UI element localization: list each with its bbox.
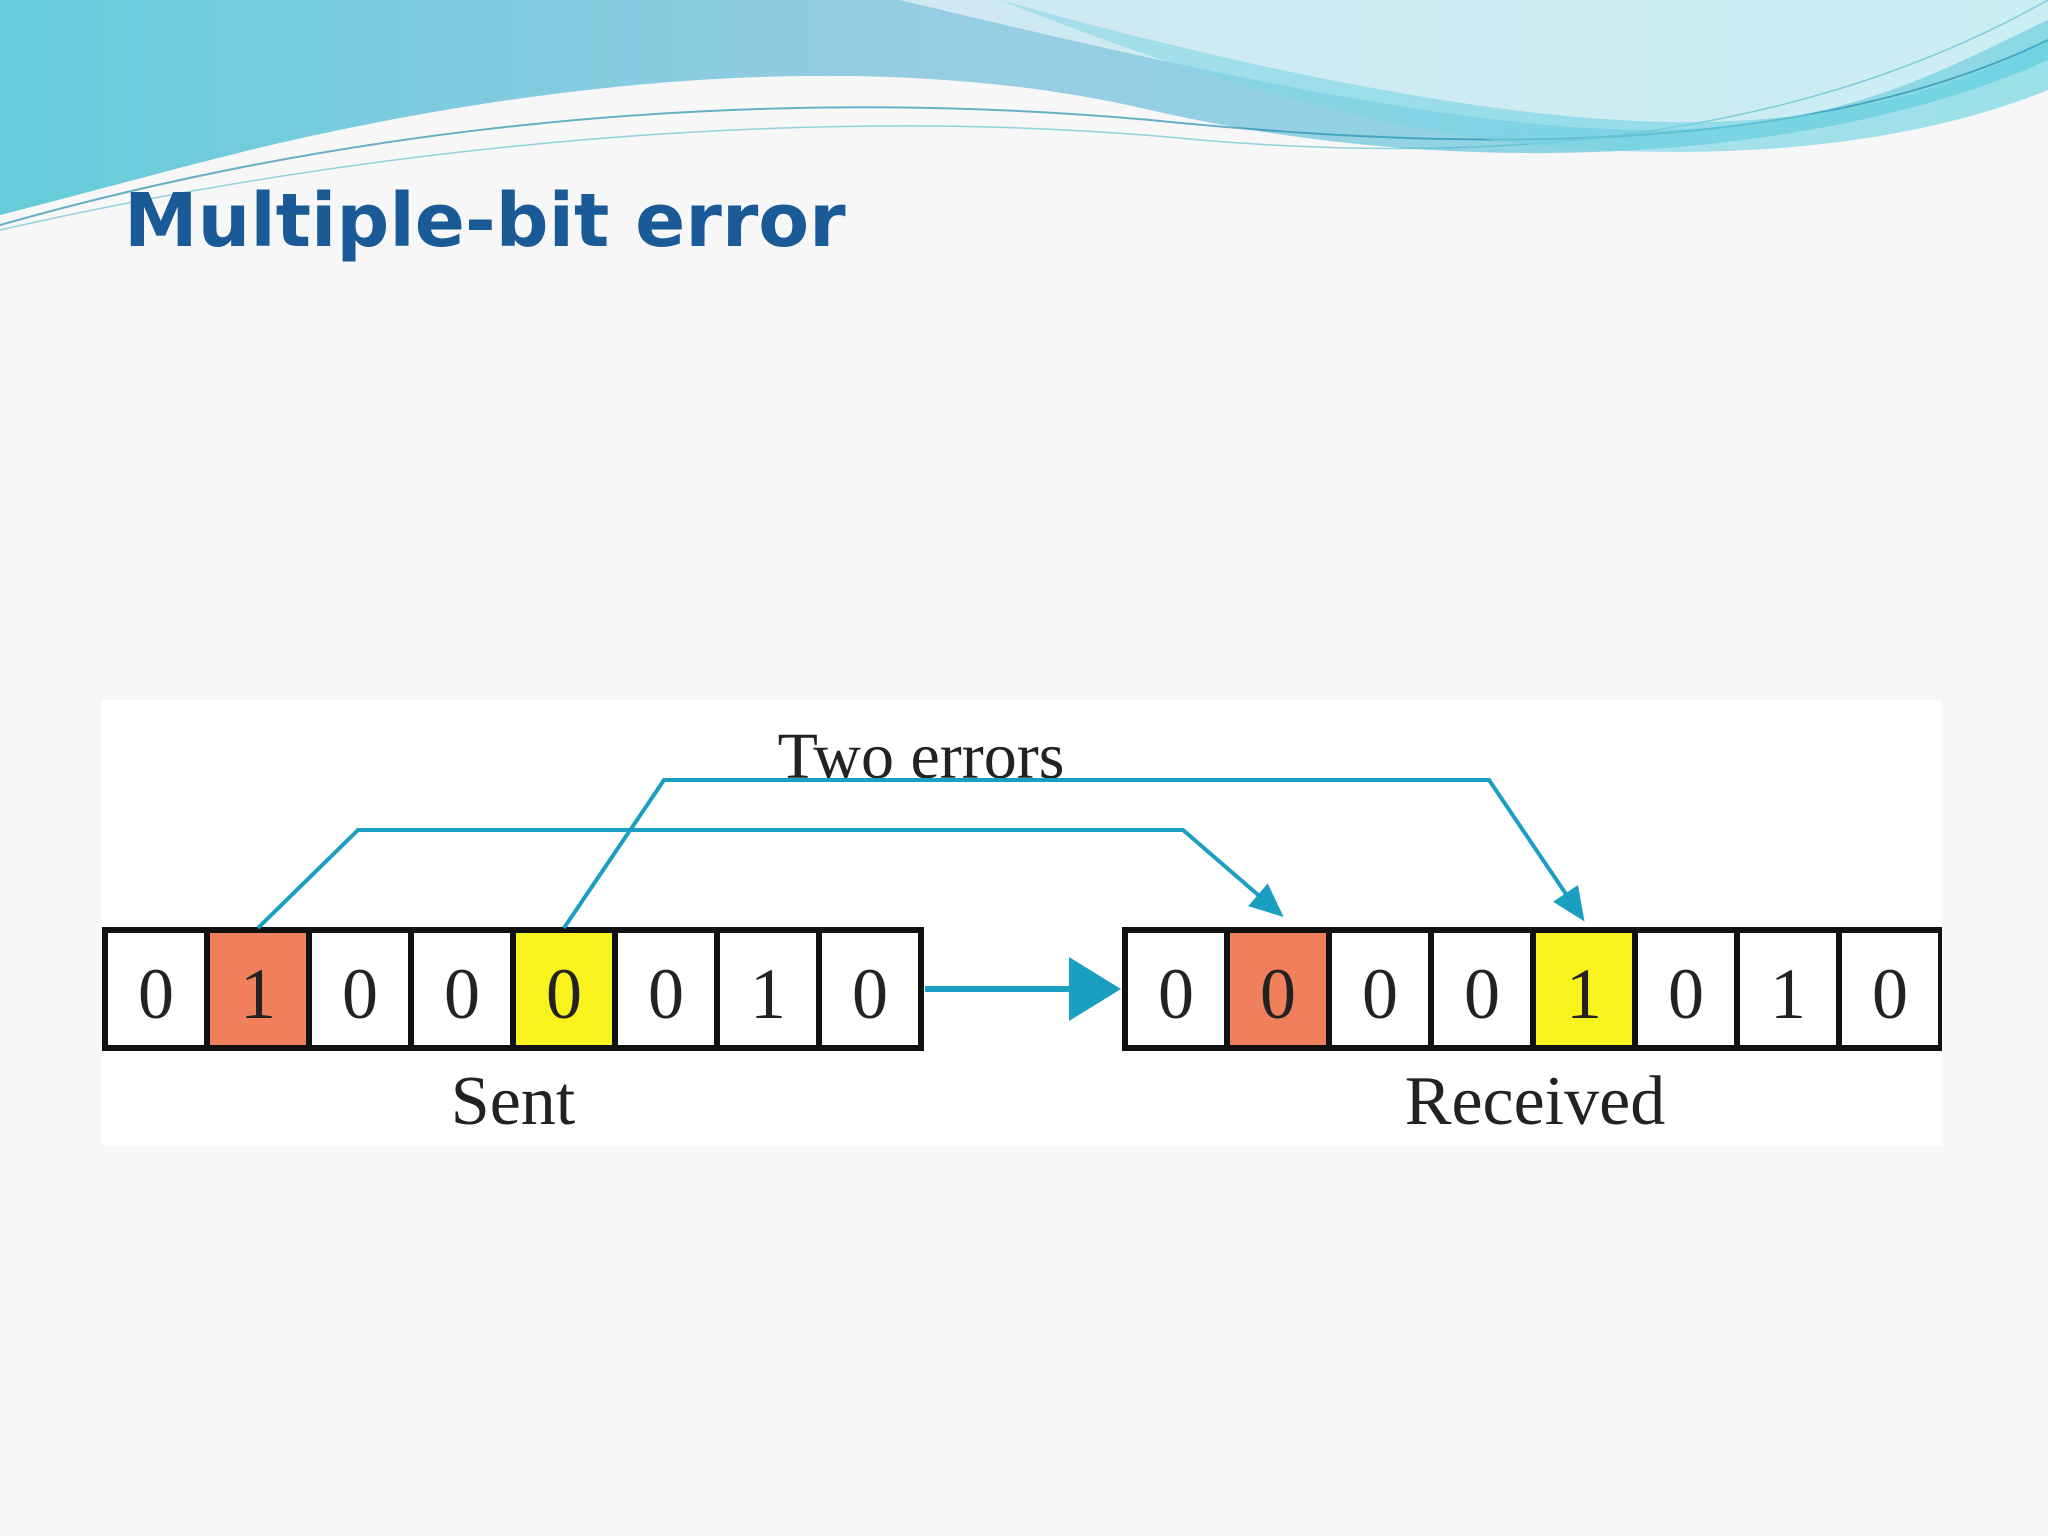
sent-bit-value-5: 0 [648,954,684,1034]
sent-bit-value-1: 1 [240,954,276,1034]
sent-bit-value-7: 0 [852,954,888,1034]
sent-bit-value-2: 0 [342,954,378,1034]
sent-bit-value-4: 0 [546,954,582,1034]
error-connector-0 [256,828,1266,930]
sent-bit-value-6: 1 [750,954,786,1034]
sent-bit-cell-7 [816,927,924,1051]
received-bit-cell-1 [1224,927,1332,1051]
header-wave-decoration [0,0,2048,231]
sent-label: Sent [451,1063,576,1140]
error-connectors [256,778,1585,1021]
error-connector-arrowhead-0 [1248,883,1284,918]
received-bit-value-2: 0 [1362,954,1398,1034]
received-bit-value-0: 0 [1158,954,1194,1034]
sent-bit-cell-3 [408,927,516,1051]
sent-bit-cell-1 [204,927,312,1051]
received-label: Received [1405,1063,1665,1140]
received-bit-value-1: 0 [1260,954,1296,1034]
sent-bit-cell-6 [714,927,822,1051]
received-bit-value-7: 0 [1872,954,1908,1034]
received-bit-cell-2 [1326,927,1434,1051]
sent-bit-cell-4 [510,927,618,1051]
received-bit-value-6: 1 [1770,954,1806,1034]
received-bit-cell-4 [1530,927,1638,1051]
error-connector-1 [562,778,1572,930]
sent-bit-cell-0 [102,927,210,1051]
received-bit-cell-0 [1122,927,1230,1051]
received-bit-cell-6 [1734,927,1842,1051]
received-bit-cell-5 [1632,927,1740,1051]
received-bit-cell-3 [1428,927,1536,1051]
received-bit-cell-7 [1836,927,1942,1051]
transmission-arrow-head [1069,957,1121,1021]
sent-bit-value-3: 0 [444,954,480,1034]
caption-two-errors: Two errors [778,720,1065,793]
received-bit-value-5: 0 [1668,954,1704,1034]
error-connector-arrowhead-1 [1553,884,1585,922]
diagram-panel [102,700,1942,1146]
sent-bit-cell-2 [306,927,414,1051]
slide-title: Multiple-bit error [124,178,846,264]
received-bit-value-4: 1 [1566,954,1602,1034]
sent-bit-value-0: 0 [138,954,174,1034]
received-bit-value-3: 0 [1464,954,1500,1034]
